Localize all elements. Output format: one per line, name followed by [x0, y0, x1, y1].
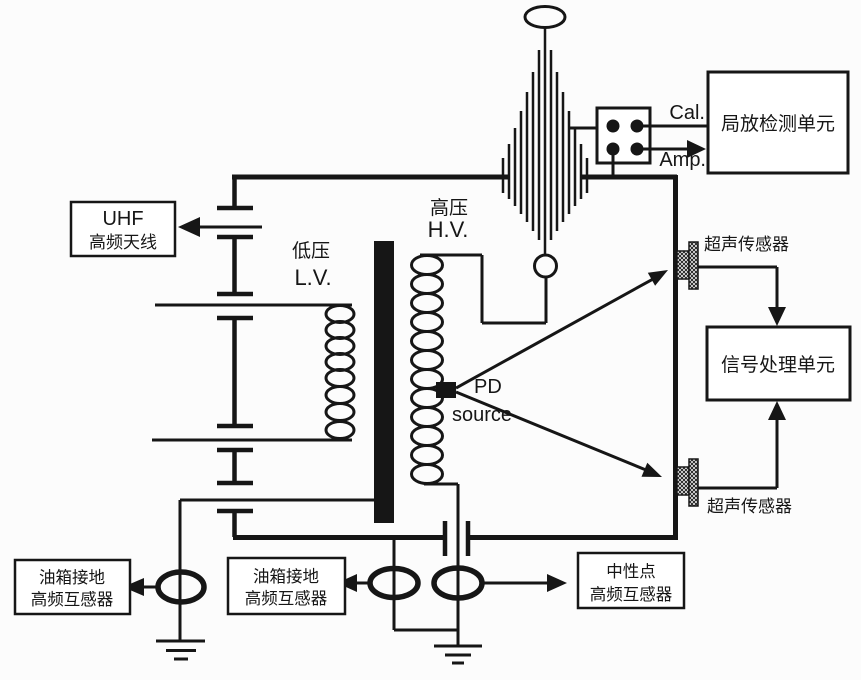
- ultrasonic-sensor-bottom: 超声传感器: [676, 401, 792, 516]
- hf-ct-ring-mid: [367, 565, 421, 601]
- sensor-head: [676, 466, 690, 496]
- transformer-core: [374, 241, 394, 523]
- tank-ground-ct-left-box: [13, 558, 132, 616]
- hv-coil-turn: [410, 292, 444, 314]
- grounding-circuits: 油箱接地 高频互感器 油箱接地 高频互感器 中性点 高频互感器: [13, 484, 686, 665]
- transformer-tank: [217, 174, 678, 556]
- uhf-antenna-box: [69, 200, 177, 258]
- bushing-bottom-terminal: [533, 253, 558, 279]
- sensor-body: [688, 458, 699, 507]
- ct-left-arrowhead: [123, 578, 144, 596]
- sensor-top-wire: [698, 265, 779, 308]
- signal-processor-box: [705, 325, 852, 402]
- tank-ground-ct-mid-box: [226, 556, 347, 616]
- hv-coil-turn: [410, 311, 444, 333]
- hv-label-cn: 高压: [430, 197, 468, 219]
- amp-label: Amp.: [659, 149, 706, 171]
- pd-detector-box: [706, 70, 850, 175]
- hv-bushing: [501, 5, 589, 279]
- coupler-terminal-dot: [606, 119, 620, 133]
- uhf-antenna-label-cn: 高频天线: [89, 233, 157, 252]
- ct-mid-arrowhead: [337, 574, 357, 592]
- ultrasonic-sensor-top-label: 超声传感器: [704, 235, 789, 254]
- amp-arrowhead: [687, 140, 706, 158]
- hv-top-lead: [420, 253, 548, 325]
- sensor-body: [688, 241, 699, 290]
- coupler-terminal-dot: [630, 119, 644, 133]
- hv-label-en: H.V.: [428, 217, 469, 242]
- lv-coil-turn: [324, 385, 356, 405]
- coupling-capacitor-box: [595, 106, 652, 165]
- hv-coil-turn: [410, 349, 444, 371]
- pd-source-label-line2: source: [452, 404, 512, 426]
- lv-label-cn: 低压: [292, 240, 330, 262]
- hv-winding: 高压 H.V.: [410, 197, 548, 486]
- hv-coil-turn: [410, 463, 444, 485]
- ultrasonic-sensor-bottom-label: 超声传感器: [707, 497, 792, 516]
- cal-label: Cal.: [669, 102, 705, 124]
- sensor-head: [676, 250, 690, 280]
- acoustic-ray-bottom-arrowhead: [641, 462, 662, 477]
- coupler-terminal-dot: [630, 142, 644, 156]
- lv-coil-turn: [324, 304, 356, 324]
- hv-coil-turn: [410, 425, 444, 447]
- lv-coil-turn: [324, 336, 356, 356]
- hv-coil-turn: [410, 444, 444, 466]
- hf-ct-ring-left: [155, 569, 207, 605]
- ground-symbol-neutral: [434, 644, 482, 665]
- sensor-top-arrowhead: [768, 307, 786, 326]
- neutral-ct-box: [576, 551, 686, 610]
- calibration-coupler: Cal. Amp.: [569, 102, 707, 175]
- signal-processor-unit: 信号处理单元: [705, 325, 852, 402]
- uhf-antenna-label-en: UHF: [102, 208, 143, 230]
- mid-ground-wire: [392, 540, 458, 632]
- lv-coil-turn: [324, 368, 356, 388]
- lv-coil-turn: [324, 352, 356, 372]
- lv-label-en: L.V.: [294, 265, 331, 290]
- ct-neutral-arrowhead: [547, 574, 567, 592]
- hv-coil-turn: [410, 330, 444, 352]
- lv-coil-turn: [324, 402, 356, 422]
- ground-symbol-left: [156, 639, 205, 661]
- tank-ground-ct-mid-line1: 油箱接地: [253, 567, 319, 586]
- lv-coil-turn: [324, 420, 356, 440]
- sensor-bottom-wire: [698, 420, 779, 490]
- tank-ground-ct-mid-line2: 高频互感器: [245, 589, 328, 608]
- pd-source: PD source: [436, 270, 668, 477]
- hf-ct-ring-neutral: [431, 565, 485, 601]
- coupler-terminal-dot: [606, 142, 620, 156]
- pd-source-label-line1: PD: [474, 376, 502, 398]
- hv-coil-turn: [410, 273, 444, 295]
- acoustic-ray-top-arrowhead: [647, 270, 668, 286]
- pd-source-marker: [436, 382, 456, 398]
- pd-detector-label: 局放检测单元: [721, 113, 835, 135]
- neutral-ct-line1: 中性点: [606, 562, 656, 581]
- neutral-ct-line2: 高频互感器: [590, 585, 673, 604]
- signal-processor-label: 信号处理单元: [721, 354, 835, 376]
- sensor-bottom-arrowhead: [768, 401, 786, 420]
- uhf-arrowhead: [178, 217, 200, 237]
- pd-detector-unit: 局放检测单元: [706, 70, 850, 175]
- tank-ground-ct-left-line2: 高频互感器: [31, 590, 114, 609]
- tank-ground-ct-left-line1: 油箱接地: [39, 568, 105, 587]
- hv-coil-turn: [410, 406, 444, 428]
- uhf-antenna: UHF 高频天线: [69, 200, 262, 258]
- hv-coil-turn: [410, 254, 444, 276]
- lv-coil-turn: [324, 320, 356, 340]
- bushing-top-terminal: [523, 5, 567, 29]
- acoustic-ray-bottom: [455, 390, 647, 472]
- ultrasonic-sensor-top: 超声传感器: [676, 235, 789, 326]
- acoustic-ray-top: [455, 277, 654, 390]
- lv-winding: 低压 L.V.: [152, 240, 356, 442]
